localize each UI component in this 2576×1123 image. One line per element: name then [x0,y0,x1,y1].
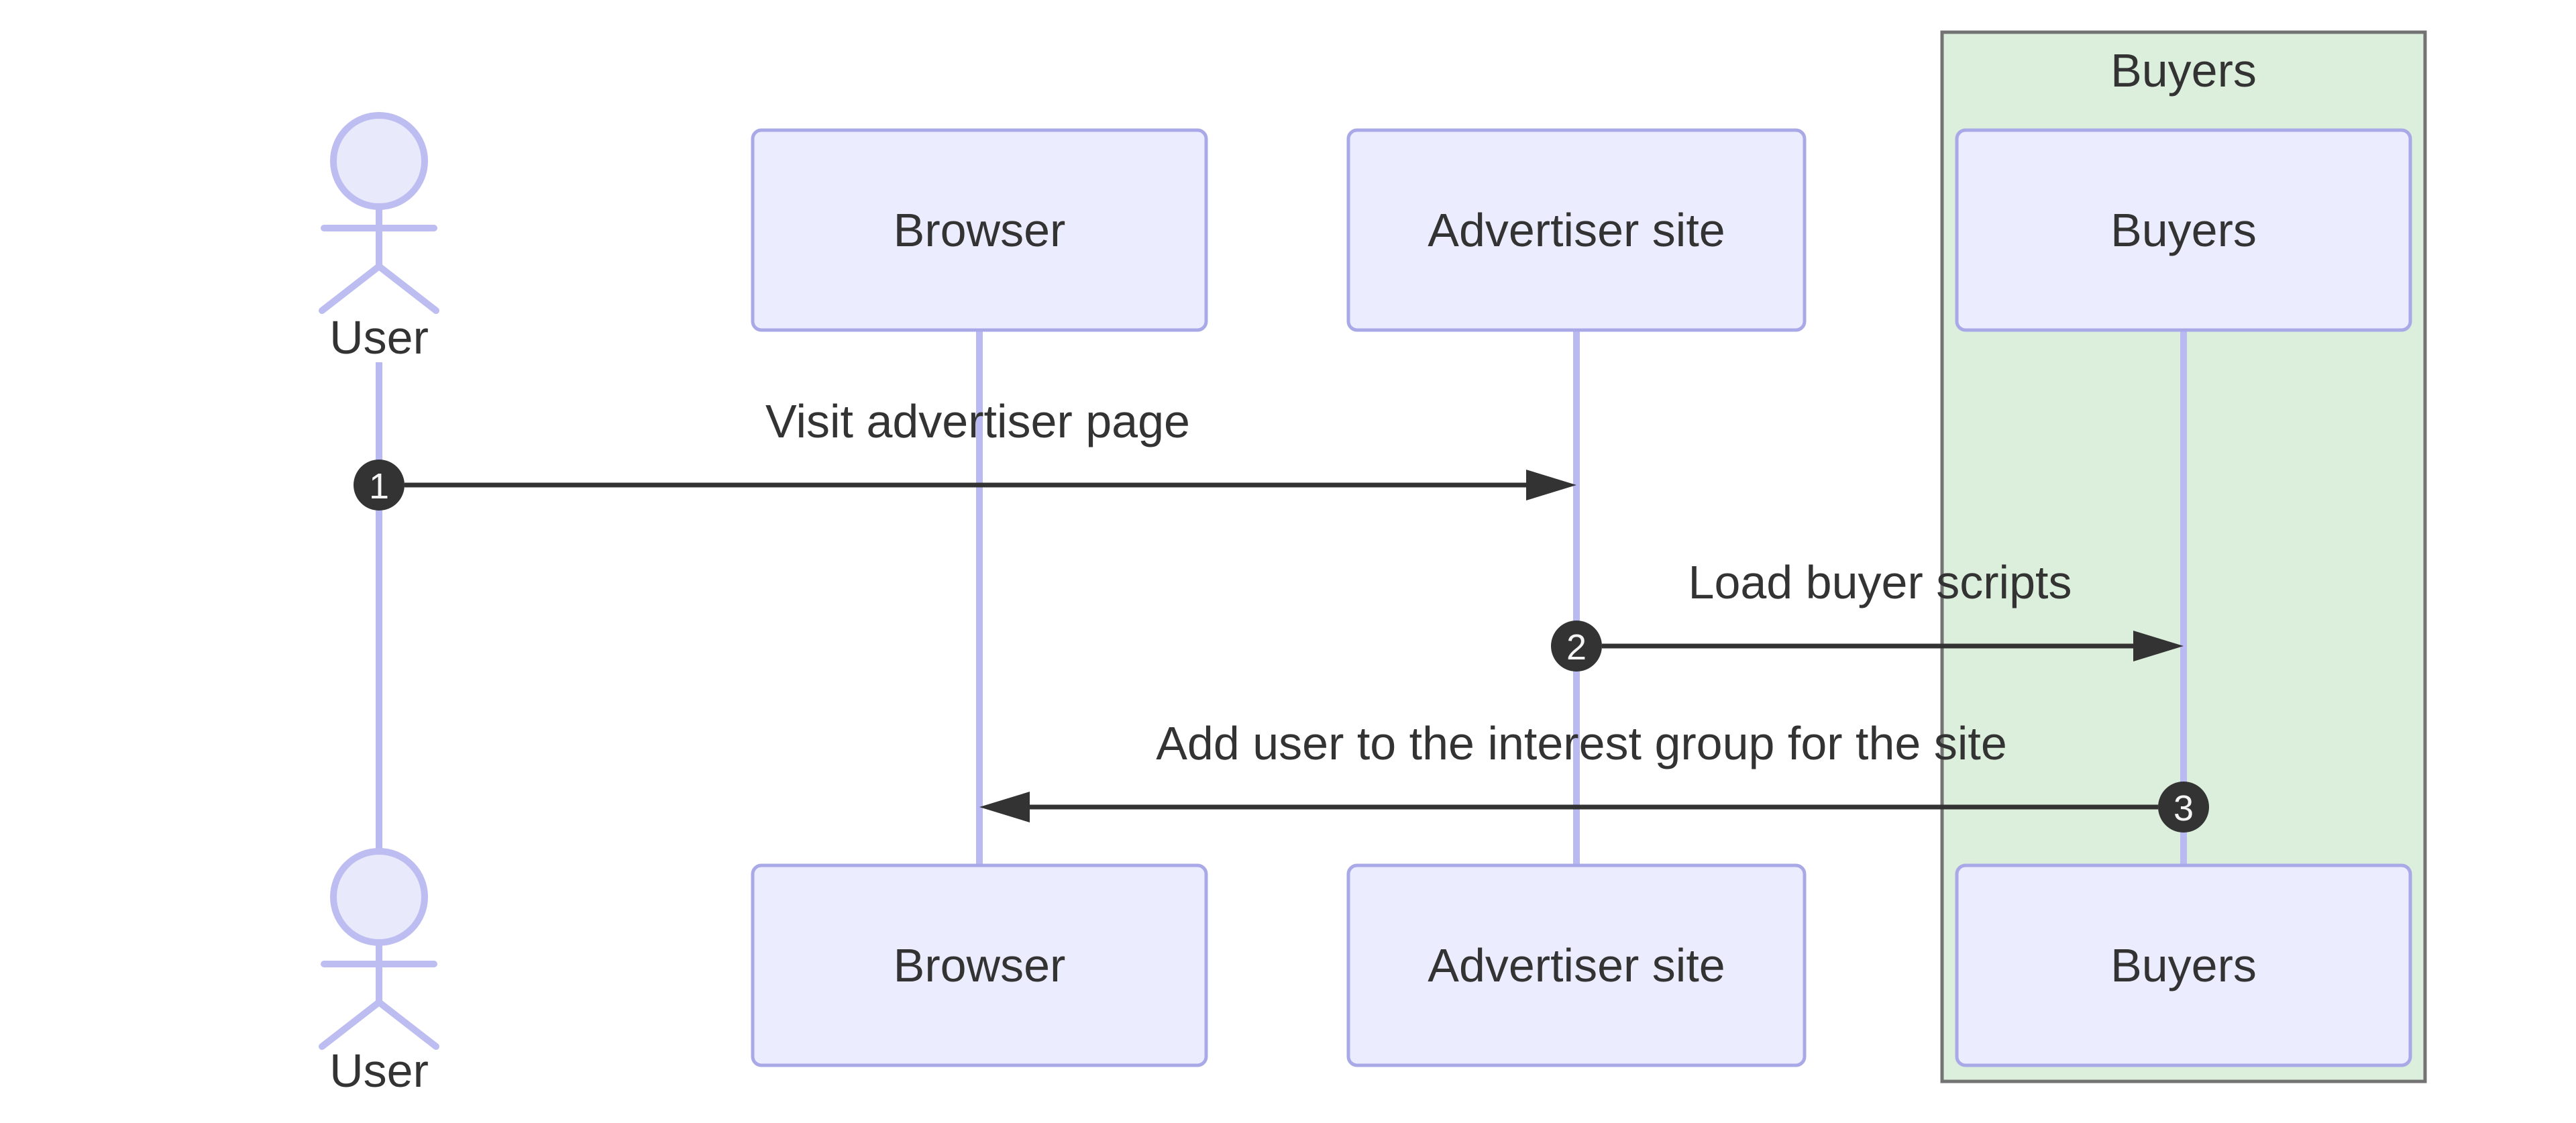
participant-box [1346,863,1807,1067]
participant-browser-top: Browser [751,128,1208,332]
actor-user-top [319,112,439,314]
participant-box [751,128,1208,332]
participant-box [1955,128,2412,332]
actor-head [330,112,428,210]
actor-leg-left [319,999,382,1050]
message-label: Add user to the interest group for the s… [1156,717,2007,769]
actor-head [330,848,428,946]
actor-user-bottom [319,848,439,1050]
participant-label: Browser [894,939,1066,992]
participant-label: Advertiser site [1428,204,1725,256]
sequence-number: 2 [1566,627,1587,667]
actor-label: User [329,311,429,364]
badge-circle [354,460,405,511]
participant-buyers-top: Buyers [1955,128,2412,332]
participant-advertiser-bottom: Advertiser site [1346,863,1807,1067]
sequence-number-badge: 1 [354,460,405,511]
sequence-number-badge: 2 [1551,621,1602,672]
participant-box [1346,128,1807,332]
actor-leg-right [376,263,439,314]
sequence-number-badge: 3 [2158,782,2209,833]
message-arrowhead [979,792,1030,822]
badge-circle [1551,621,1602,672]
badge-circle [2158,782,2209,833]
participant-label: Buyers [2110,939,2257,992]
participant-label: Advertiser site [1428,939,1725,992]
participant-box [751,863,1208,1067]
actor-leg-left [319,263,382,314]
message-arrowhead [2133,631,2184,661]
message-label: Load buyer scripts [1688,556,2072,608]
participant-browser-bottom: Browser [751,863,1208,1067]
participant-label: Buyers [2110,204,2257,256]
participant-advertiser-top: Advertiser site [1346,128,1807,332]
participant-buyers-bottom: Buyers [1955,863,2412,1067]
sequence-number: 1 [369,466,389,506]
message-arrowhead [1526,470,1576,500]
sequence-number: 3 [2174,788,2194,828]
group-region-label: Buyers [2110,44,2257,97]
participant-box [1955,863,2412,1067]
actor-leg-right [376,999,439,1050]
actor-label: User [329,1045,429,1097]
participant-label: Browser [894,204,1066,256]
message-label: Visit advertiser page [765,395,1190,447]
